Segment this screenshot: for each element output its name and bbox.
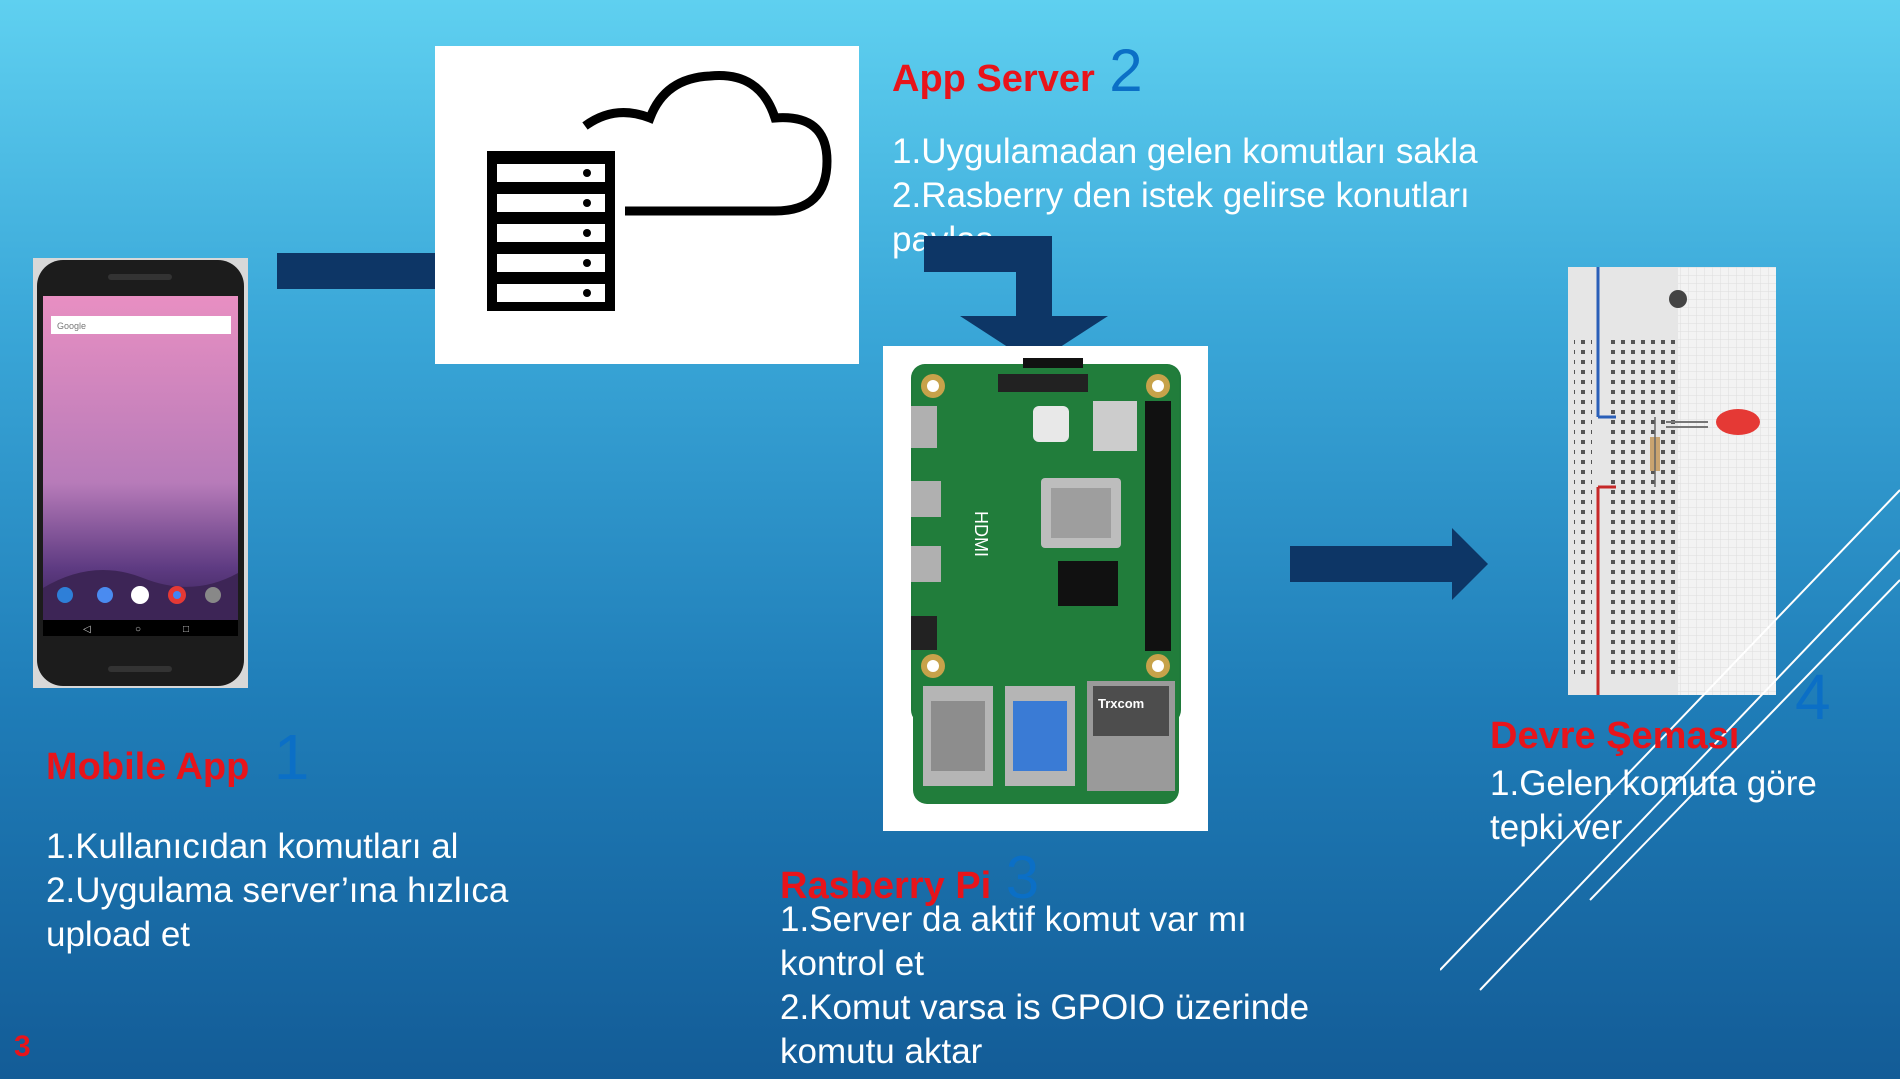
phone-image: Google ◁ ○ □: [33, 258, 248, 688]
mobile-description: 1.Kullanıcıdan komutları al 2.Uygulama s…: [46, 825, 606, 957]
mobile-title: Mobile App: [46, 746, 250, 788]
svg-text:○: ○: [135, 624, 141, 635]
arrow-to-pi: [924, 236, 1109, 371]
pi-title: Rasberry Pi: [780, 865, 992, 907]
pi-line-4: komutu aktar: [780, 1032, 983, 1071]
breadboard-image: [1568, 267, 1776, 695]
circuit-title: Devre Şeması: [1490, 715, 1740, 757]
server-cloud-panel: [435, 46, 859, 364]
slide-number: 3: [14, 1030, 31, 1063]
server-cloud-icon: [487, 71, 832, 311]
search-bar-label: Google: [57, 321, 86, 331]
decorative-lines: [1439, 480, 1900, 1005]
raspberry-pi-image: HDMI Trxcom: [883, 346, 1208, 831]
mobile-line-3: upload et: [46, 915, 191, 954]
server-title: App Server: [892, 58, 1095, 100]
arrow-to-circuit: [1290, 528, 1490, 605]
circuit-number: 4: [1795, 661, 1831, 733]
server-number: 2: [1109, 37, 1143, 104]
pi-line-3: 2.Komut varsa is GPOIO üzerinde: [780, 988, 1310, 1027]
hdmi-label: HDMI: [971, 511, 991, 557]
circuit-description: 1.Gelen komuta göre tepki ver: [1490, 762, 1890, 850]
server-line-1: 1.Uygulamadan gelen komutları sakla: [892, 132, 1478, 171]
server-heading: App Server 2: [892, 36, 1143, 105]
server-description: 1.Uygulamadan gelen komutları sakla 2.Ra…: [892, 130, 1612, 262]
circuit-line-2: tepki ver: [1490, 808, 1623, 847]
pi-line-2: kontrol et: [780, 944, 924, 983]
pi-line-1: 1.Server da aktif komut var mı: [780, 900, 1247, 939]
mobile-number: 1: [273, 721, 310, 793]
arrow-to-server: [277, 235, 477, 312]
svg-text:◁: ◁: [83, 624, 91, 635]
pi-number: 3: [1005, 844, 1040, 911]
circuit-line-1: 1.Gelen komuta göre: [1490, 764, 1817, 803]
server-line-2: 2.Rasberry den istek gelirse konutları: [892, 176, 1470, 215]
mobile-line-1: 1.Kullanıcıdan komutları al: [46, 827, 459, 866]
pi-heading: Rasberry Pi 3: [780, 843, 1039, 912]
pi-description: 1.Server da aktif komut var mı kontrol e…: [780, 898, 1420, 1074]
mobile-heading: Mobile App 1: [46, 720, 309, 794]
trxcom-label: Trxcom: [1098, 696, 1144, 711]
svg-text:□: □: [183, 624, 189, 635]
mobile-line-2: 2.Uygulama server’ına hızlıca: [46, 871, 509, 910]
